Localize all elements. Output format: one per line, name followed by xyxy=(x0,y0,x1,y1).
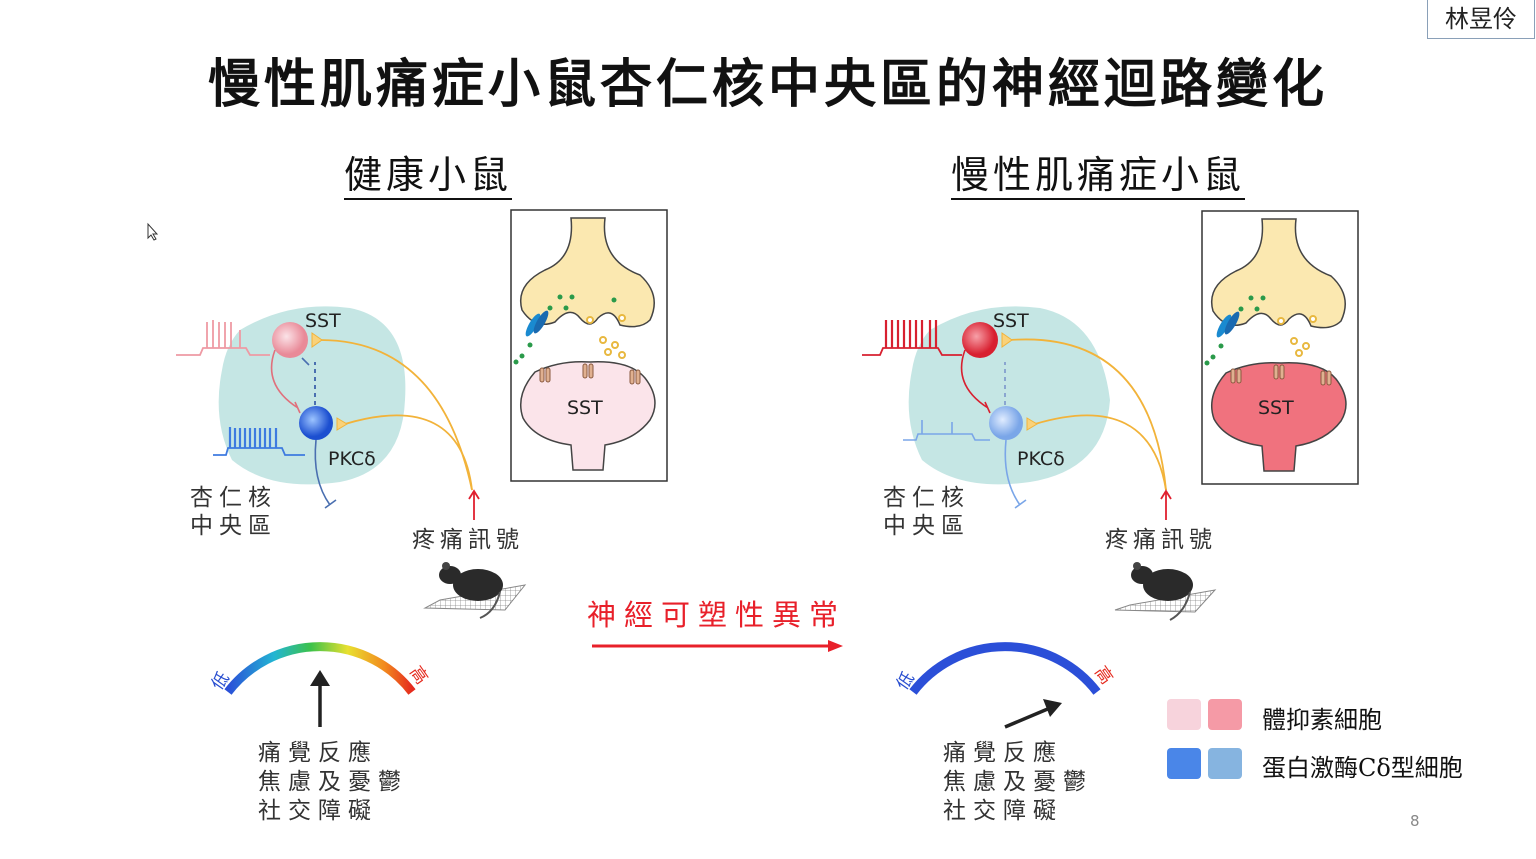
gauge-needle-arrow xyxy=(1004,706,1051,729)
pain-signal-label: 疼痛訊號 xyxy=(1105,527,1217,553)
pkc-neuron xyxy=(299,406,333,440)
synapse-inset: SST xyxy=(510,209,668,482)
legend-swatch-pkc-light xyxy=(1208,748,1242,779)
sst-label: SST xyxy=(993,310,1029,332)
pain-input-axon-pkc xyxy=(344,414,473,491)
sst-neuron xyxy=(272,322,308,358)
pkc-label: PKCδ xyxy=(328,448,376,470)
gauge-needle-head xyxy=(310,670,330,686)
mouse-cursor-icon xyxy=(147,222,159,241)
outcome-anxiety: 焦慮及憂鬱 xyxy=(258,769,408,795)
pain-gauge-arc xyxy=(224,642,416,695)
synapse-terminal xyxy=(1026,417,1038,431)
slide-title: 慢性肌痛症小鼠杏仁核中央區的神經迴路變化 xyxy=(207,54,1328,115)
pkc-neuron xyxy=(989,406,1023,440)
outcome-pain: 痛覺反應 xyxy=(943,740,1063,766)
pain-signal-arrow xyxy=(468,489,480,520)
synapse-sst-label: SST xyxy=(567,397,603,419)
region-label-line2: 中央區 xyxy=(883,513,970,539)
pkc-spike-trace xyxy=(903,420,990,441)
region-label-line1: 杏仁核 xyxy=(190,485,277,511)
outcome-social: 社交障礙 xyxy=(943,798,1063,824)
synapse-inset: SST xyxy=(1201,210,1359,485)
legend-swatch-pkc-dark xyxy=(1167,748,1201,779)
plasticity-label: 神經可塑性異常 xyxy=(587,598,846,632)
ion-channel-icon xyxy=(1216,311,1240,338)
postsynaptic-sst-terminal xyxy=(1211,361,1347,472)
transition-arrow-head xyxy=(828,640,843,652)
chronic-panel: SST PKCδ 杏仁核 中央區 疼痛訊號 SST xyxy=(862,210,1359,824)
chronic-mouse-title: 慢性肌痛症小鼠 xyxy=(951,152,1246,200)
sst-spike-trace xyxy=(176,320,270,356)
neuropeptide-dots xyxy=(1204,295,1266,366)
outcome-pain: 痛覺反應 xyxy=(258,740,378,766)
ion-channel-icon xyxy=(525,310,549,337)
sst-neuron xyxy=(962,322,998,358)
pkc-output-axon xyxy=(1004,439,1027,509)
pain-signal-arrow xyxy=(1160,489,1172,520)
legend-swatch-sst-dark xyxy=(1208,699,1242,730)
pkc-spike-burst xyxy=(228,427,278,448)
gauge-needle-head xyxy=(1043,699,1062,717)
author-name-box: 林昱伶 xyxy=(1427,0,1535,39)
legend-pkc-label: 蛋白激酶Cδ型細胞 xyxy=(1262,754,1463,782)
synapse-terminal xyxy=(311,332,323,348)
postsynaptic-sst-terminal xyxy=(520,360,656,471)
neuropeptide-dots xyxy=(513,294,617,365)
sst-label: SST xyxy=(305,310,341,332)
pain-input-axon-pkc xyxy=(1034,414,1167,491)
pain-signal-label: 疼痛訊號 xyxy=(412,527,524,553)
vesicles xyxy=(1277,315,1317,357)
mouse-illustration xyxy=(423,562,527,619)
outcome-anxiety: 焦慮及憂鬱 xyxy=(943,769,1093,795)
receptors xyxy=(539,363,641,385)
synapse-terminal xyxy=(1001,332,1013,348)
pain-gauge-arc xyxy=(909,642,1101,695)
page-number: 8 xyxy=(1410,812,1420,830)
sst-to-pkc-inhibition xyxy=(960,349,991,414)
healthy-mouse-title: 健康小鼠 xyxy=(344,152,513,200)
synapse-sst-label: SST xyxy=(1258,397,1294,419)
receptors xyxy=(1230,364,1332,386)
inhibition-bar xyxy=(301,357,310,366)
vesicles xyxy=(586,314,626,359)
pkc-label: PKCδ xyxy=(1017,448,1065,470)
outcome-social: 社交障礙 xyxy=(258,798,378,824)
legend-swatch-sst-light xyxy=(1167,699,1201,730)
mouse-illustration xyxy=(1114,562,1217,621)
region-label-line2: 中央區 xyxy=(190,513,277,539)
healthy-panel: SST PKCδ 杏仁核 中央區 疼痛訊號 SST xyxy=(176,209,668,824)
synapse-terminal xyxy=(336,417,348,431)
pkc-output-axon xyxy=(314,439,337,509)
region-label-line1: 杏仁核 xyxy=(883,485,970,511)
pain-input-axon-sst xyxy=(1009,338,1167,491)
sst-to-pkc-inhibition xyxy=(270,349,301,414)
sst-spike-burst xyxy=(884,320,938,348)
amygdala-region xyxy=(908,306,1110,485)
legend-sst-label: 體抑素細胞 xyxy=(1262,706,1382,734)
